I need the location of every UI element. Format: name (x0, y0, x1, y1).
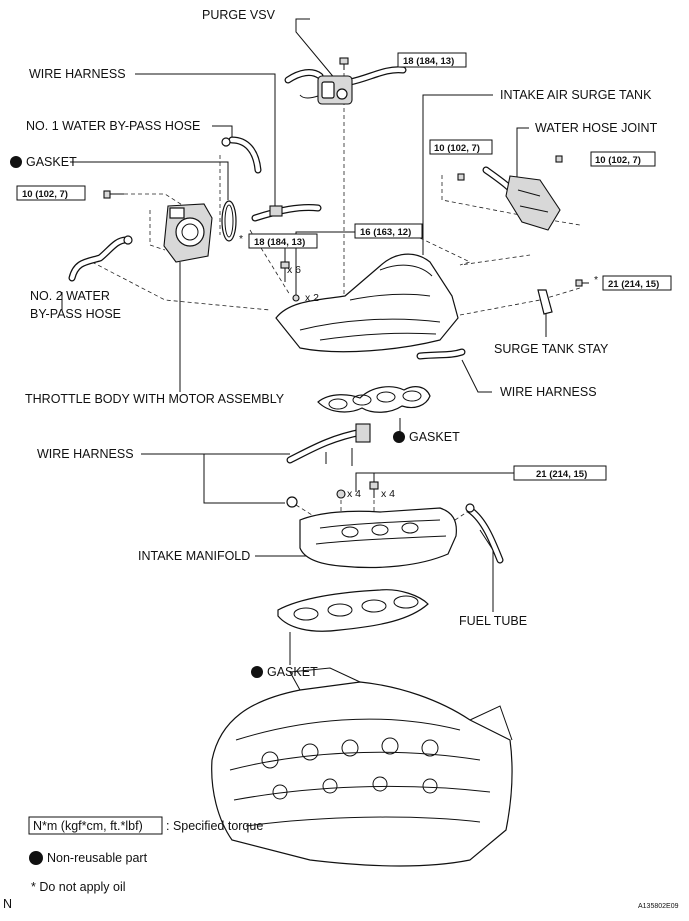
legend-dot-icon (29, 851, 43, 865)
left-bolt (103, 190, 124, 199)
no2-hose-part (68, 235, 133, 282)
nut-x2 (292, 294, 300, 302)
label-no2-water-bypass-line2: BY-PASS HOSE (30, 307, 121, 321)
torque-joint-right: 10 (102, 7) (595, 155, 641, 166)
label-gasket-2: GASKET (409, 430, 460, 444)
figure-code: A135802E09 (638, 903, 679, 910)
label-purge-vsv: PURGE VSV (202, 8, 276, 22)
torque-joint-left: 10 (102, 7) (434, 143, 480, 154)
gasket-3-part (277, 589, 429, 632)
water-hose-joint-part (457, 155, 563, 231)
torque-purge-bolt: 18 (184, 13) (403, 56, 454, 67)
surge-tank-part (275, 253, 459, 353)
legend-torque-text: : Specified torque (166, 819, 263, 833)
label-surge-tank-stay: SURGE TANK STAY (494, 342, 609, 356)
label-fuel-tube: FUEL TUBE (459, 614, 527, 628)
wire-harness-1-part (251, 204, 322, 222)
wire-harness-3-part (286, 423, 371, 508)
footer-left-mark: N (3, 897, 12, 911)
purge-vsv-part (284, 66, 407, 105)
torque-manifold: 21 (214, 15) (536, 469, 587, 480)
gasket-1-part (221, 200, 237, 242)
engine-block-illustration (211, 667, 513, 867)
label-throttle-body: THROTTLE BODY WITH MOTOR ASSEMBLY (25, 392, 285, 406)
non-reusable-dot-icon (393, 431, 405, 443)
throttle-bolt (280, 261, 290, 282)
torque-stay-bolt: 21 (214, 15) (608, 279, 659, 290)
no1-hose-part (221, 136, 262, 174)
label-intake-manifold: INTAKE MANIFOLD (138, 549, 250, 563)
label-no2-water-bypass-line1: NO. 2 WATER (30, 289, 110, 303)
fuel-tube-part (465, 503, 504, 564)
leader-lines (61, 18, 589, 665)
legend-no-oil: * Do not apply oil (31, 880, 126, 894)
surge-tank-stay-part (537, 279, 583, 315)
qty-x6: x 6 (287, 264, 301, 276)
label-wire-harness-3: WIRE HARNESS (37, 447, 134, 461)
qty-x4-b: x 4 (381, 488, 395, 500)
label-gasket-3: GASKET (267, 665, 318, 679)
torque-throttle-bolts: 18 (184, 13) (254, 237, 305, 248)
qty-x4-a: x 4 (347, 488, 361, 500)
wire-harness-2-part (416, 348, 466, 360)
label-wire-harness-2: WIRE HARNESS (500, 385, 597, 399)
label-gasket-1: GASKET (26, 155, 77, 169)
torque-nuts: 16 (163, 12) (360, 227, 411, 238)
asterisk-throttle: * (239, 233, 243, 245)
label-no1-water-bypass-hose: NO. 1 WATER BY-PASS HOSE (26, 119, 200, 133)
throttle-body-part (163, 203, 213, 263)
non-reusable-dot-icon (251, 666, 263, 678)
legend-non-reusable: Non-reusable part (47, 851, 148, 865)
label-intake-air-surge-tank: INTAKE AIR SURGE TANK (500, 88, 652, 102)
label-wire-harness-1: WIRE HARNESS (29, 67, 126, 81)
asterisk-stay: * (594, 274, 598, 286)
label-water-hose-joint: WATER HOSE JOINT (535, 121, 658, 135)
gasket-2-part (317, 386, 431, 413)
intake-manifold-part (299, 507, 457, 569)
qty-x2: x 2 (305, 292, 319, 304)
torque-left-bolt: 10 (102, 7) (22, 189, 68, 200)
non-reusable-dot-icon (10, 156, 22, 168)
purge-bolt (339, 57, 349, 70)
manifold-fasteners (336, 481, 379, 499)
legend-torque-box: N*m (kgf*cm, ft.*lbf) (33, 819, 143, 833)
